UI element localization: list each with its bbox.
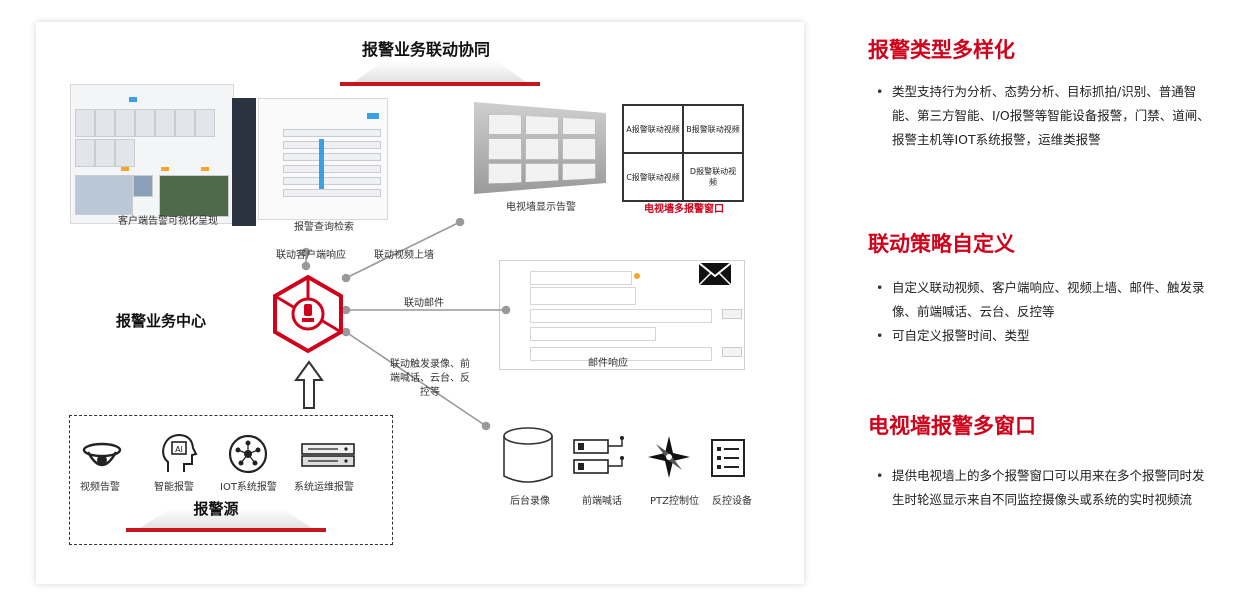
multiwindow-grid: A报警联动视频 B报警联动视频 C报警联动视频 D报警联动视频 — [622, 104, 744, 202]
section-list-types: 类型支持行为分析、态势分析、目标抓拍/识别、普通智能、第三方智能、I/O报警等智… — [874, 80, 1214, 152]
query-sidebar — [232, 98, 256, 226]
camera-icon — [82, 442, 122, 467]
email-caption: 邮件响应 — [588, 358, 628, 369]
source-ops-label: 系统运维报警 — [294, 482, 354, 493]
svg-text:AI: AI — [175, 445, 183, 454]
source-iot-label: IOT系统报警 — [220, 482, 277, 493]
tvwall-caption: 电视墙显示告警 — [506, 202, 576, 213]
edge-client-response: 联动客户端响应 — [276, 250, 346, 261]
multiwindow-caption: 电视墙多报警窗口 — [644, 204, 724, 215]
target-speaker-label: 前端喊话 — [582, 496, 622, 507]
center-label: 报警业务中心 — [116, 312, 207, 330]
edge-devices: 联动触发录像、前端喊话、云台、反控等 — [390, 359, 470, 398]
window-c: C报警联动视频 — [623, 153, 683, 201]
query-screenshot — [258, 98, 388, 220]
edge-video-wall: 联动视频上墙 — [374, 250, 434, 261]
section-title-tvwall: 电视墙报警多窗口 — [868, 414, 1036, 438]
sources-title: 报警源 — [193, 500, 239, 518]
source-ai-label: 智能报警 — [154, 482, 194, 493]
client-screenshot — [70, 84, 234, 224]
target-record-label: 后台录像 — [510, 496, 550, 507]
diagram-panel: 报警业务联动协同 客户端告警可视化呈现 报警查询检索 — [36, 22, 804, 584]
edge-email: 联动邮件 — [404, 298, 444, 309]
connector-lines — [301, 217, 511, 431]
section-item: 可自定义报警时间、类型 — [874, 324, 1214, 348]
sources-underline — [126, 528, 326, 532]
alarm-center-icon — [273, 274, 343, 354]
section-item: 自定义联动视频、客户端响应、视频上墙、邮件、触发录像、前端喊话、云台、反控等 — [874, 276, 1214, 324]
target-control-label: 反控设备 — [712, 496, 752, 507]
section-title-strategy: 联动策略自定义 — [868, 232, 1015, 256]
diagram-title: 报警业务联动协同 — [361, 40, 490, 59]
ai-head-icon: AI — [162, 433, 198, 472]
target-ptz-label: PTZ控制位 — [650, 496, 699, 507]
window-d: D报警联动视频 — [683, 153, 743, 201]
checklist-icon — [711, 439, 745, 477]
client-caption: 客户端告警可视化呈现 — [118, 216, 218, 227]
envelope-icon — [698, 262, 732, 286]
query-caption: 报警查询检索 — [294, 222, 354, 233]
compass-icon — [648, 436, 690, 478]
alarm-sources-box — [69, 415, 393, 545]
speaker-device-icon — [573, 436, 624, 474]
section-item: 类型支持行为分析、态势分析、目标抓拍/识别、普通智能、第三方智能、I/O报警等智… — [874, 80, 1214, 152]
section-list-tvwall: 提供电视墙上的多个报警窗口可以用来在多个报警同时发生时轮巡显示来自不同监控摄像头… — [874, 464, 1214, 512]
section-item: 提供电视墙上的多个报警窗口可以用来在多个报警同时发生时轮巡显示来自不同监控摄像头… — [874, 464, 1214, 512]
database-icon — [503, 427, 553, 483]
source-video-label: 视频告警 — [80, 482, 120, 493]
sources-pedestal — [140, 508, 312, 528]
section-list-strategy: 自定义联动视频、客户端响应、视频上墙、邮件、触发录像、前端喊话、云台、反控等 可… — [874, 276, 1214, 348]
server-rack-icon — [301, 443, 355, 467]
window-b: B报警联动视频 — [683, 105, 743, 153]
title-underline — [340, 82, 540, 86]
title-pedestal — [354, 60, 526, 82]
iot-network-icon — [228, 434, 268, 474]
window-a: A报警联动视频 — [623, 105, 683, 153]
section-title-types: 报警类型多样化 — [868, 38, 1015, 62]
up-arrow-icon — [294, 360, 324, 409]
